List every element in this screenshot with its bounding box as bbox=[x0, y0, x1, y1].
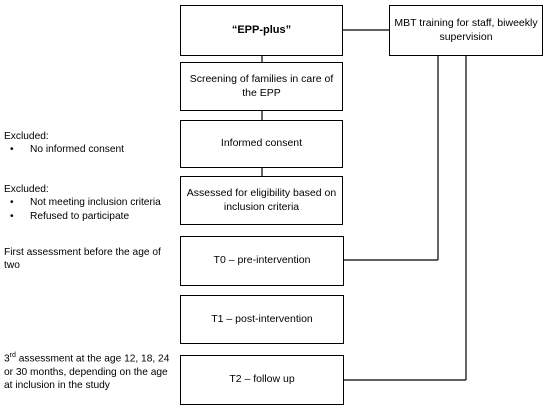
excluded-consent-item-text: No informed consent bbox=[30, 144, 125, 156]
bullet: • bbox=[10, 210, 14, 222]
excluded-consent-title: Excluded: bbox=[4, 131, 49, 142]
screening-box: Screening of families in care of the EPP bbox=[180, 62, 343, 111]
bullet: • bbox=[10, 144, 14, 156]
mbt-training-box: MBT training for staff, biweekly supervi… bbox=[389, 5, 543, 56]
first-assessment-note: First assessment before the age of two bbox=[4, 246, 172, 273]
t0-label: T0 – pre-intervention bbox=[213, 254, 311, 267]
third-assessment-note: 3rd assessment at the age 12, 18, 24 or … bbox=[4, 351, 174, 392]
screening-label: Screening of families in care of the EPP bbox=[189, 72, 334, 99]
excluded-eligibility-item-1-text: Not meeting inclusion criteria bbox=[30, 197, 161, 209]
t0-box: T0 – pre-intervention bbox=[180, 236, 344, 286]
epp-plus-box: “EPP-plus” bbox=[180, 5, 343, 56]
t1-label: T1 – post-intervention bbox=[211, 312, 313, 325]
mbt-training-label: MBT training for staff, biweekly supervi… bbox=[394, 16, 538, 43]
excluded-eligibility-item-2-text: Refused to participate bbox=[30, 210, 130, 222]
eligibility-label: Assessed for eligibility based on inclus… bbox=[186, 186, 337, 213]
third-assessment-sup: rd bbox=[9, 352, 16, 359]
third-assessment-prefix: 3 bbox=[4, 353, 10, 365]
excluded-consent-item: • No informed consent bbox=[4, 143, 174, 156]
excluded-consent-note: Excluded: • No informed consent bbox=[4, 130, 174, 157]
first-assessment-text: First assessment before the age of two bbox=[4, 247, 161, 272]
informed-consent-box: Informed consent bbox=[180, 120, 343, 168]
excluded-eligibility-item-1: • Not meeting inclusion criteria bbox=[4, 196, 179, 209]
t1-box: T1 – post-intervention bbox=[180, 295, 344, 344]
excluded-eligibility-title: Excluded: bbox=[4, 184, 49, 195]
bullet: • bbox=[10, 197, 14, 209]
informed-consent-label: Informed consent bbox=[220, 137, 303, 150]
epp-plus-label: “EPP-plus” bbox=[231, 24, 292, 37]
eligibility-box: Assessed for eligibility based on inclus… bbox=[180, 176, 343, 225]
t2-label: T2 – follow up bbox=[229, 373, 295, 386]
excluded-eligibility-item-2: • Refused to participate bbox=[4, 210, 179, 223]
excluded-eligibility-note: Excluded: • Not meeting inclusion criter… bbox=[4, 183, 179, 223]
third-assessment-text: assessment at the age 12, 18, 24 or 30 m… bbox=[4, 353, 170, 391]
t2-box: T2 – follow up bbox=[180, 355, 344, 405]
